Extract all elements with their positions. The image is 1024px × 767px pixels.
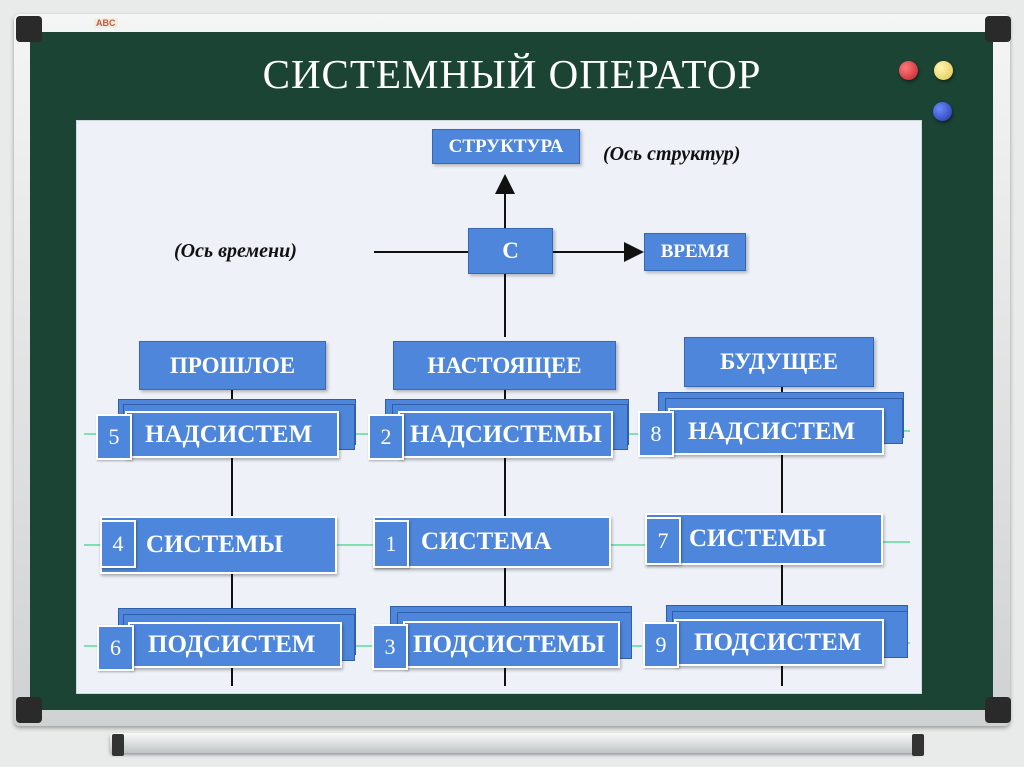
time-axis-caption: (Ось времени) <box>174 240 297 262</box>
present-subsystem-box: ПОДСИСТЕМЫ <box>403 621 620 668</box>
frame-corner-bottom-right <box>985 697 1011 723</box>
frame-corner-top-left <box>16 16 42 42</box>
yellow-magnet-icon <box>934 61 953 80</box>
future-supersystem-number: 8 <box>638 411 674 457</box>
past-subsystem-box: ПОДСИСТЕМ <box>128 622 342 668</box>
tray-end-left <box>112 734 124 756</box>
brand-sticker: ABC <box>94 18 118 28</box>
present-supersystem-number: 2 <box>368 414 404 460</box>
future-system-box: СИСТЕМЫ <box>645 513 883 565</box>
structure-axis-caption: (Ось структур) <box>603 143 741 165</box>
present-system-number: 1 <box>373 520 409 568</box>
frame-corner-bottom-left <box>16 697 42 723</box>
past-supersystem-number: 5 <box>96 414 132 460</box>
future-system-number: 7 <box>645 517 681 565</box>
past-supersystem-box: НАДСИСТЕМ <box>125 411 339 458</box>
heading-present: НАСТОЯЩЕЕ <box>393 341 616 390</box>
past-system-number: 4 <box>100 520 136 568</box>
page-title: СИСТЕМНЫЙ ОПЕРАТОР <box>262 51 762 97</box>
blue-magnet-icon <box>933 102 952 121</box>
past-subsystem-number: 6 <box>97 625 134 671</box>
structure-box: СТРУКТУРА <box>432 129 580 164</box>
past-system-box: СИСТЕМЫ <box>100 516 337 574</box>
frame-corner-top-right <box>985 16 1011 42</box>
heading-past: ПРОШЛОЕ <box>139 341 326 390</box>
tray-end-right <box>912 734 924 756</box>
time-box: ВРЕМЯ <box>644 233 746 271</box>
marker-tray <box>110 733 922 753</box>
center-system-box: С <box>468 228 553 274</box>
red-magnet-icon <box>899 61 918 80</box>
future-subsystem-number: 9 <box>643 622 679 668</box>
future-subsystem-box: ПОДСИСТЕМ <box>674 619 884 666</box>
future-supersystem-box: НАДСИСТЕМ <box>668 408 884 455</box>
present-supersystem-box: НАДСИСТЕМЫ <box>398 411 613 458</box>
present-subsystem-number: 3 <box>372 624 408 670</box>
present-system-box: СИСТЕМА <box>373 516 611 568</box>
heading-future: БУДУЩЕЕ <box>684 337 874 387</box>
